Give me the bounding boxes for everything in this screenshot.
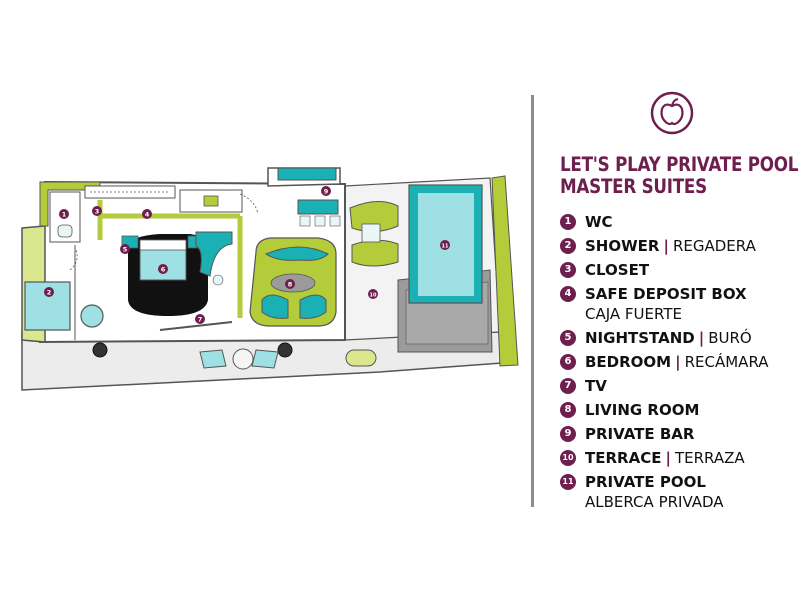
plan-marker-10: [368, 289, 378, 299]
legend-label-main: NIGHTSTAND: [585, 329, 695, 347]
legend-label-main: CLOSET: [585, 261, 650, 279]
plan-marker-9: [321, 186, 331, 196]
legend-number-badge: 7: [560, 378, 576, 394]
legend-label: SHOWER|REGADERA: [585, 235, 756, 257]
ottoman: [345, 349, 377, 367]
legend-label-alt: BURÓ: [708, 329, 752, 347]
plan-marker-label: 8: [288, 280, 293, 288]
plan-marker-4: [142, 209, 152, 219]
legend-number-badge: 3: [560, 262, 576, 278]
bar-counter: [277, 167, 337, 181]
legend-label-main: BEDROOM: [585, 353, 672, 371]
plan-marker-label: 1: [62, 210, 67, 218]
legend-label-alt: TERRAZA: [674, 449, 745, 467]
bar-island: [297, 199, 339, 215]
plan-marker-label: 7: [198, 315, 203, 323]
legend-label-alt: RECÁMARA: [684, 353, 769, 371]
legend-label: CLOSET: [585, 259, 649, 281]
legend-label-main: WC: [585, 213, 613, 231]
legend-number-badge: 5: [560, 330, 576, 346]
plan-marker-8: [285, 279, 295, 289]
planter: [277, 342, 293, 358]
legend-label: TERRACE|TERRAZA: [585, 447, 745, 469]
legend-label-alt: REGADERA: [672, 237, 756, 255]
plan-marker-7: [195, 314, 205, 324]
legend-separator: |: [663, 237, 669, 255]
legend-label: WC: [585, 211, 613, 233]
legend-number-badge: 6: [560, 354, 576, 370]
floor-plan: 1 2 3 4 5 6 7 8 9 10 11: [21, 167, 519, 391]
legend-label: PRIVATE BAR: [585, 423, 694, 445]
legend-label-main: SHOWER: [585, 237, 660, 255]
plan-marker-label: 6: [161, 265, 166, 273]
plan-marker-label: 3: [95, 207, 100, 215]
side-table: [361, 223, 381, 243]
legend-title: LET'S PLAY PRIVATE POOL MASTER SUITES: [560, 154, 798, 198]
legend-label: NIGHTSTAND|BURÓ: [585, 327, 752, 349]
legend-number-badge: 9: [560, 426, 576, 442]
bedroom-sofa: [195, 231, 233, 277]
legend-label: LIVING ROOM: [585, 399, 699, 421]
legend-label-sub: ALBERCA PRIVADA: [585, 493, 724, 511]
legend-label-main: TV: [585, 377, 607, 395]
legend-number-badge: 2: [560, 238, 576, 254]
legend-label: PRIVATE POOL: [585, 471, 706, 493]
title-line-2: MASTER SUITES: [560, 175, 707, 198]
legend-label: SAFE DEPOSIT BOX: [585, 283, 747, 305]
plan-marker-1: [59, 209, 69, 219]
legend-number-badge: 4: [560, 286, 576, 302]
tv-wall: [159, 321, 233, 331]
plan-marker-label: 4: [145, 210, 150, 218]
legend-label-main: LIVING ROOM: [585, 401, 700, 419]
plan-marker-label: 10: [370, 292, 377, 298]
tub: [80, 304, 104, 328]
legend-label-main: PRIVATE POOL: [585, 473, 706, 491]
plan-marker-label: 9: [324, 187, 329, 195]
plan-marker-label: 2: [47, 288, 52, 296]
plan-marker-5: [120, 244, 130, 254]
legend-label-main: TERRACE: [585, 449, 662, 467]
plan-markers: 1 2 3 4 5 6 7 8 9 10 11: [44, 186, 450, 324]
legend-number-badge: 11: [560, 474, 576, 490]
plan-marker-2: [44, 287, 54, 297]
legend-separator: |: [665, 449, 671, 467]
plan-marker-label: 11: [442, 243, 449, 249]
divider: [531, 95, 534, 507]
legend-label-main: PRIVATE BAR: [585, 425, 695, 443]
plan-marker-label: 5: [123, 245, 128, 253]
plan-marker-3: [92, 206, 102, 216]
title-line-1: LET'S PLAY PRIVATE POOL: [560, 153, 799, 176]
legend-label-sub: CAJA FUERTE: [585, 305, 682, 323]
legend-label: BEDROOM|RECÁMARA: [585, 351, 769, 373]
lounger: [351, 239, 399, 267]
plan-marker-6: [158, 264, 168, 274]
legend-separator: |: [698, 329, 705, 347]
terrace-chair: [199, 349, 227, 369]
legend-label-main: SAFE DEPOSIT BOX: [585, 285, 747, 303]
legend-number-badge: 1: [560, 214, 576, 230]
terrace-chair: [251, 349, 279, 369]
planter: [92, 342, 108, 358]
apple-logo-icon: [650, 91, 694, 135]
legend-separator: |: [675, 353, 681, 371]
legend-label: TV: [585, 375, 607, 397]
legend-number-badge: 8: [560, 402, 576, 418]
garden-strip: [491, 175, 519, 367]
legend-number-badge: 10: [560, 450, 576, 466]
toilet-icon: [57, 224, 73, 238]
terrace-table: [232, 348, 254, 370]
plan-marker-11: [440, 240, 450, 250]
